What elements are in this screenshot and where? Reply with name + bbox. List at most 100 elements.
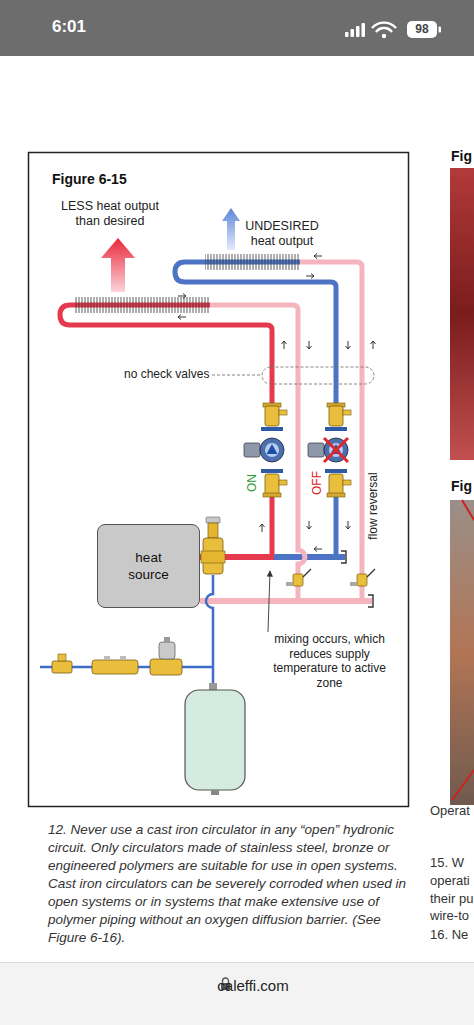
flow-arrows-part — [307, 521, 312, 529]
side-photos-part — [462, 500, 474, 520]
body-text: operati — [430, 873, 470, 889]
circulators-part — [308, 403, 351, 497]
heat-output-arrows-part — [101, 238, 135, 292]
figure-frame-part — [29, 153, 409, 807]
flow-arrows-part — [314, 547, 322, 552]
flow-arrows-part — [260, 524, 265, 532]
side-photos — [450, 168, 474, 805]
purge-valves-part — [303, 569, 311, 577]
cold-water-line-part — [164, 637, 170, 642]
pipe-lines-part — [270, 495, 275, 557]
cold-water-line-part — [58, 654, 66, 661]
url-text: caleffi.com — [217, 977, 288, 995]
annotation-text: no check valves — [124, 367, 209, 381]
air-separator — [201, 517, 225, 574]
pipe-lines-part — [175, 262, 336, 410]
figure-heading: Fig — [451, 478, 472, 495]
purge-valves-part — [357, 574, 367, 586]
cold-water-line-part — [150, 659, 182, 675]
cold-water-line-part — [159, 642, 175, 659]
annotation-text: mixing occurs, which reduces supply temp… — [273, 632, 386, 690]
annotation-text: LESS heat output than desired — [52, 199, 168, 229]
cold-water-line-part — [52, 661, 72, 673]
cold-water-line-part — [120, 656, 126, 660]
purge-valves — [286, 569, 375, 586]
baseboard-fins — [75, 254, 300, 313]
browser-bar — [0, 962, 474, 1025]
pipe-lines-part — [300, 262, 362, 601]
flow-arrows-part — [371, 341, 376, 349]
annotation-text: flow reversal — [366, 472, 380, 539]
side-photos-part — [450, 500, 474, 805]
pipe-lines-part — [60, 305, 272, 410]
body-text: 15. W — [430, 855, 464, 871]
circulators — [244, 403, 351, 497]
cold-water-line-part — [104, 656, 110, 660]
callout-leaders — [212, 367, 374, 632]
status-bar-part — [356, 26, 360, 37]
side-photos-part — [452, 770, 474, 800]
status-bar — [0, 0, 474, 56]
flow-arrows-part — [306, 274, 314, 279]
callout-leaders-part — [268, 571, 270, 632]
expansion-tank — [185, 683, 245, 795]
status-label: OFF — [310, 471, 324, 495]
cold-water-line-part — [92, 660, 138, 674]
flow-arrows-part — [178, 294, 186, 299]
callout-leaders-part — [212, 375, 262, 376]
status-bar-part — [439, 27, 442, 33]
flow-arrows-part — [314, 254, 322, 259]
flow-arrows-part — [178, 315, 186, 320]
annotation-text: UNDESIRED heat output — [243, 219, 321, 249]
status-bar-part — [345, 32, 349, 37]
body-paragraph: 12. Never use a cast iron circulator in … — [48, 821, 408, 947]
browser-bar-part — [0, 962, 474, 963]
status-bar-part — [407, 21, 437, 38]
figure-title: Figure 6-15 — [52, 171, 127, 188]
circulators-part — [324, 438, 348, 462]
purge-valves-part — [286, 582, 293, 586]
baseboard-fins-part — [205, 254, 300, 270]
pipe-lines — [60, 262, 373, 607]
circulators-part — [244, 403, 287, 497]
flow-arrows-part — [282, 341, 287, 349]
pipe-lines-part — [341, 551, 346, 563]
status-bar-part — [0, 0, 474, 56]
air-separator-part — [208, 523, 218, 538]
flow-arrows-part — [307, 341, 312, 349]
status-bar-part — [351, 29, 355, 37]
cold-water-line-part — [206, 575, 213, 686]
status-bar-part — [382, 34, 386, 38]
status-label: ON — [245, 474, 259, 492]
heat-output-arrows-part — [222, 208, 240, 250]
expansion-tank-part — [211, 790, 219, 795]
pipe-lines-part — [200, 598, 372, 604]
body-text: Operat — [430, 803, 470, 819]
air-separator-part — [206, 517, 220, 523]
figure-heading: Fig — [451, 148, 472, 165]
body-text: 16. Ne — [430, 927, 468, 943]
pipe-lines-part — [274, 554, 345, 560]
node-text: heat source — [122, 549, 175, 583]
status-bar-part — [362, 23, 366, 37]
flow-arrows-part — [346, 521, 351, 529]
browser-bar-part — [0, 962, 474, 1025]
callout-leaders-part — [262, 367, 374, 384]
baseboard-fins-part — [75, 297, 210, 313]
pipe-lines-part — [334, 495, 339, 557]
body-text: wire-to — [430, 908, 469, 924]
figure-frame — [29, 153, 409, 807]
heat-source-box: heat source — [97, 524, 200, 608]
pipe-lines-part — [368, 595, 373, 607]
status-time: 6:01 — [52, 17, 86, 37]
purge-valves-part — [367, 569, 375, 577]
status-bar-part — [376, 28, 392, 32]
air-separator-part — [201, 551, 225, 563]
expansion-tank-part — [185, 690, 245, 790]
purge-valves-part — [350, 582, 357, 586]
purge-valves-part — [293, 574, 303, 586]
side-photos-part — [450, 168, 474, 460]
battery-level: 98 — [407, 21, 437, 38]
